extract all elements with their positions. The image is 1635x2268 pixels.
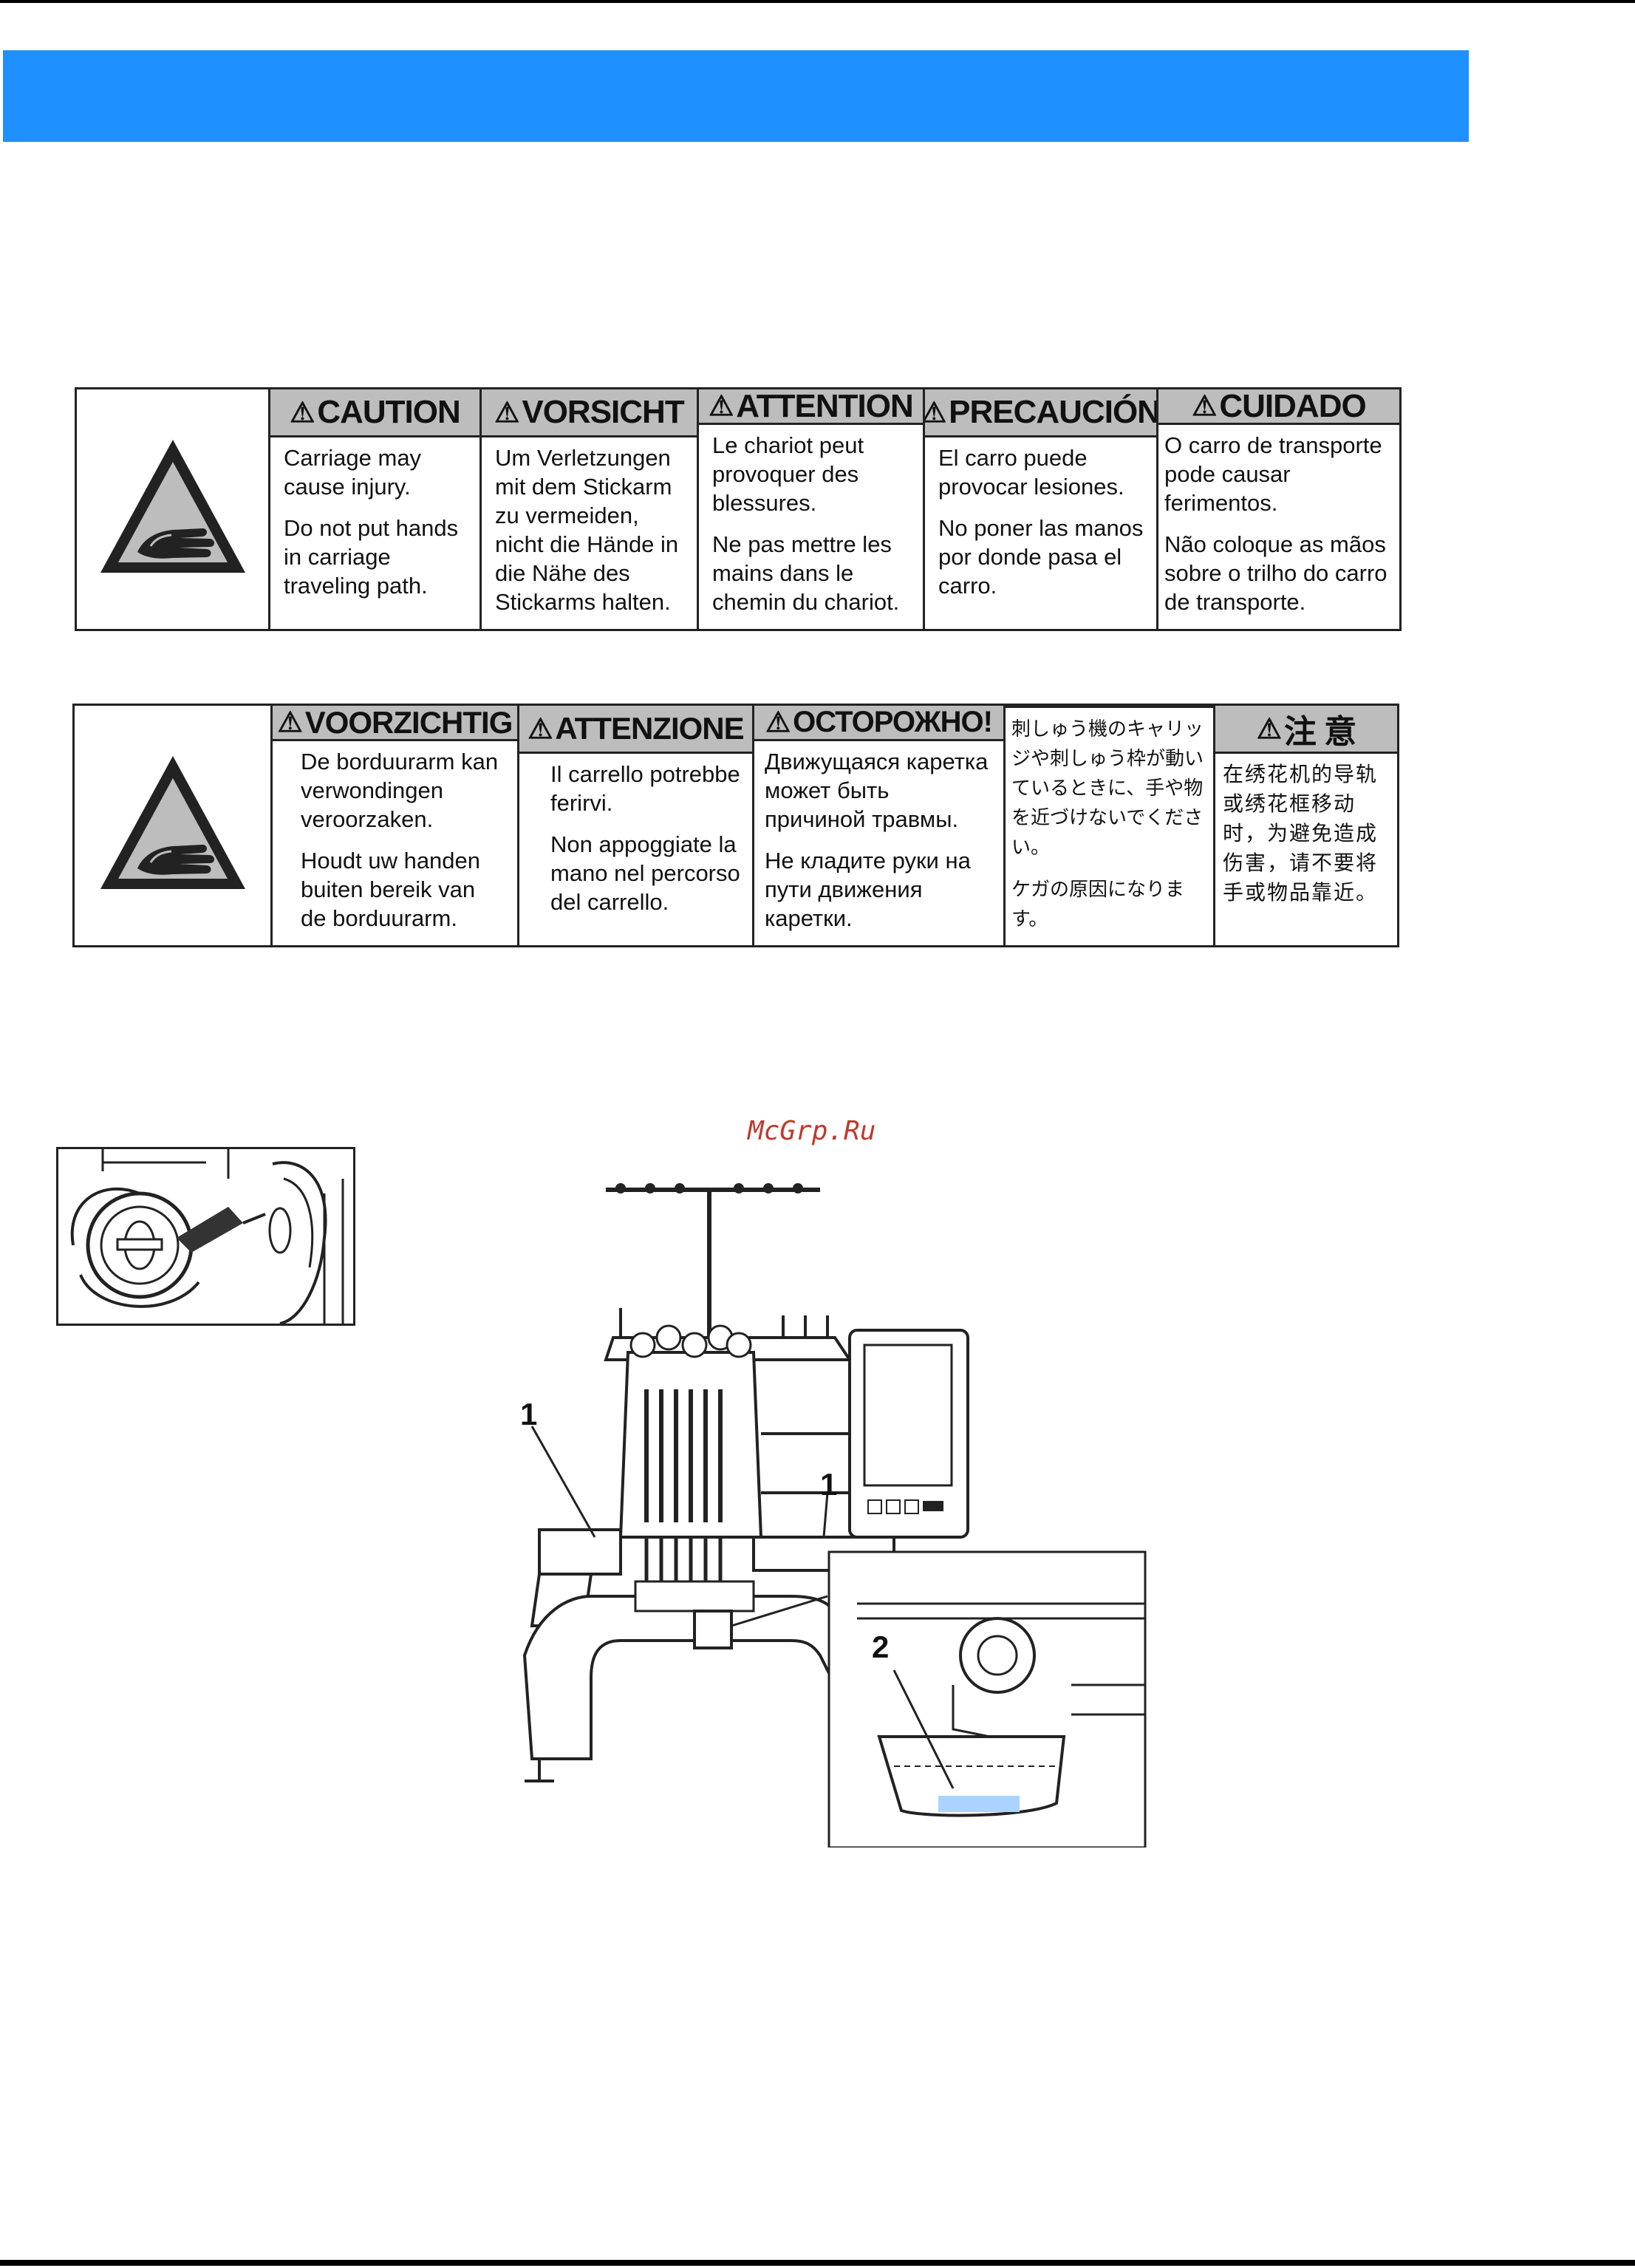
warning-triangle-icon: ⚠ (765, 707, 791, 738)
warning-text: No poner las manos por donde pasa el car… (938, 515, 1144, 599)
top-rule (0, 0, 1635, 3)
warning-text: Do not put hands in carriage traveling p… (284, 515, 459, 599)
warning-text: El carro puede provocar lesiones. (938, 445, 1124, 500)
caution-heading: VOORZICHTIG (304, 706, 513, 740)
warning-text: Не кладите руки на пути движения каретки… (765, 848, 971, 931)
rotary-hook-oiling-illustration (56, 1147, 355, 1326)
warning-triangle-icon: ⚠ (925, 396, 946, 429)
warning-text: Um Verletzungen mit dem Stickarm zu verm… (495, 445, 679, 615)
warning-text: Houdt uw handen buiten bereik van de bor… (301, 848, 481, 931)
warning-table-1: ⚠CAUTION Carriage may cause injury. Do n… (75, 387, 1402, 631)
caution-heading: CAUTION (317, 394, 460, 430)
warning-text: Le chariot peut provoquer des blessures. (712, 432, 864, 516)
warning-text: ケガの原因になります。 (1011, 878, 1185, 930)
caution-column-fr: ⚠ATTENTION Le chariot peut provoquer des… (699, 389, 925, 629)
caution-column-ja: ⚠注 意 刺しゅう機のキャリッジや刺しゅう枠が動いているときに、手や物を近づけな… (1006, 706, 1215, 945)
warning-table-2: ⚠VOORZICHTIG De borduurarm kan verwondin… (72, 704, 1399, 947)
caution-heading: 注 意 (1283, 714, 1356, 750)
caution-heading: ATTENTION (736, 389, 913, 424)
caution-heading: VORSICHT (522, 394, 684, 430)
warning-triangle-icon: ⚠ (277, 707, 303, 738)
caution-column-zh: ⚠注 意 在绣花机的导轨或绣花框移动时，为避免造成伤害，请不要将手或物品靠近。 (1215, 706, 1397, 945)
warning-text: Ne pas mettre les mains dans le chemin d… (712, 531, 900, 615)
callout-1-left: 1 (520, 1397, 538, 1431)
caution-heading: ОСТОРОЖНО! (793, 706, 993, 738)
caution-column-nl: ⚠VOORZICHTIG De borduurarm kan verwondin… (273, 706, 519, 945)
warning-triangle-icon: ⚠ (290, 397, 315, 429)
caution-column-de: ⚠VORSICHT Um Verletzungen mit dem Sticka… (482, 389, 699, 629)
warning-text: Il carrello potrebbe ferirvi. (550, 761, 740, 816)
bottom-rule (0, 2260, 1635, 2266)
caution-column-pt: ⚠CUIDADO O carro de transporte pode caus… (1158, 389, 1399, 629)
callout-1-right: 1 (820, 1467, 838, 1502)
caution-heading: ATTENZIONE (555, 711, 744, 746)
warning-text: Não coloque as mãos sobre o trilho do ca… (1164, 531, 1387, 615)
hand-warning-icon (77, 389, 270, 629)
warning-text: Carriage may cause injury. (284, 445, 422, 500)
warning-text: 在绣花机的导轨或绣花框移动时，为避免造成伤害，请不要将手或物品靠近。 (1223, 763, 1379, 904)
hand-warning-icon (75, 706, 273, 945)
section-banner (3, 50, 1469, 142)
warning-text: O carro de transporte pode causar ferime… (1164, 432, 1382, 516)
warning-triangle-icon: ⚠ (494, 397, 519, 429)
warning-triangle-icon: ⚠ (1256, 713, 1282, 745)
caution-heading: PRECAUCIÓN (949, 394, 1156, 430)
warning-triangle-icon: ⚠ (528, 713, 553, 745)
warning-text: 刺しゅう機のキャリッジや刺しゅう枠が動いているときに、手や物を近づけないでくださ… (1011, 718, 1204, 858)
warning-text: Движущаяся каретка может быть причиной т… (765, 749, 989, 832)
caution-column-es: ⚠PRECAUCIÓN El carro puede provocar lesi… (925, 389, 1158, 629)
watermark: McGrp.Ru (748, 1116, 876, 1146)
embroidery-machine-illustration: 1 1 2 (510, 1168, 1175, 1849)
warning-triangle-icon: ⚠ (709, 391, 734, 422)
caution-column-it: ⚠ATTENZIONE Il carrello potrebbe ferirvi… (519, 706, 754, 945)
caution-heading: CUIDADO (1219, 389, 1366, 424)
caution-column-ru: ⚠ОСТОРОЖНО! Движущаяся каретка может быт… (754, 706, 1006, 945)
caution-column-en: ⚠CAUTION Carriage may cause injury. Do n… (270, 389, 482, 629)
warning-text: De borduurarm kan verwondingen veroorzak… (301, 749, 499, 832)
callout-2-bobbin: 2 (872, 1630, 890, 1664)
warning-triangle-icon: ⚠ (1192, 391, 1217, 422)
warning-text: Non appoggiate la mano nel percorso del … (550, 831, 740, 915)
